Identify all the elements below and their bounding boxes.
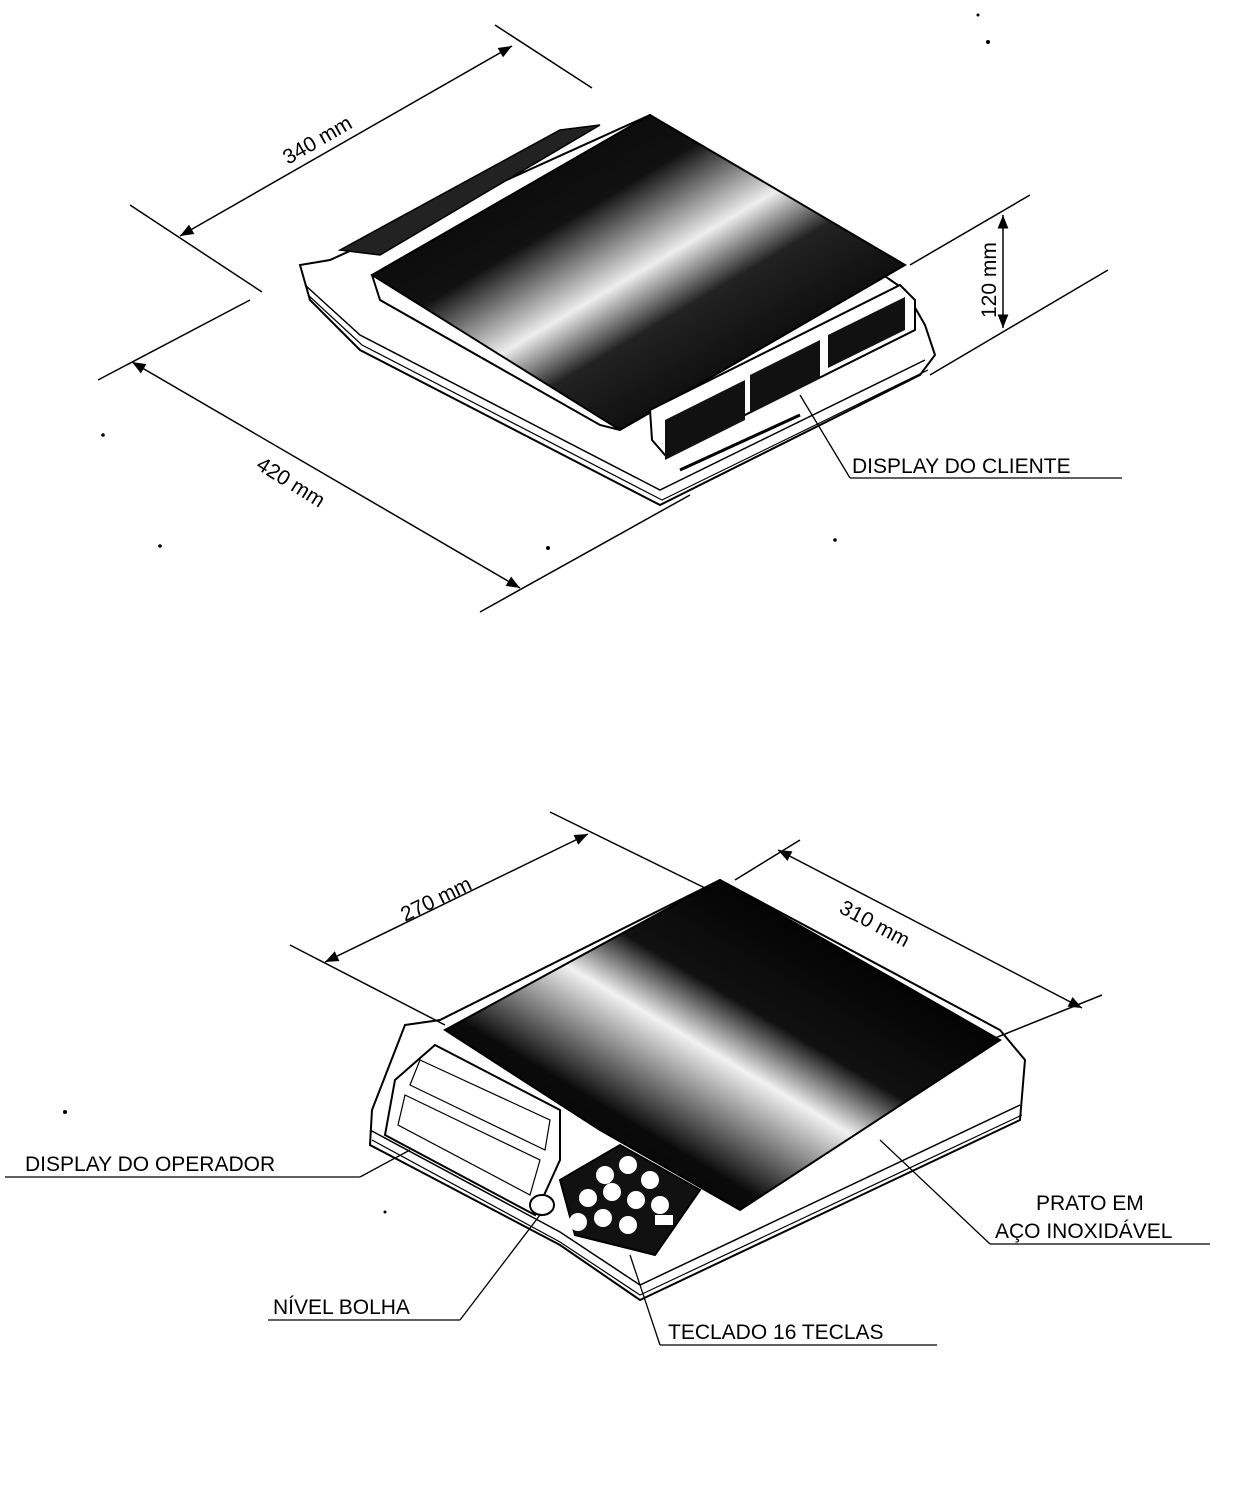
label-platter-line1: PRATO EM <box>1036 1192 1144 1215</box>
dimension-label-120: 120 mm <box>978 242 1001 318</box>
dimension-label-420: 420 mm <box>252 453 329 513</box>
callout-keypad: TECLADO 16 TECLAS <box>629 1254 937 1346</box>
scan-specks <box>63 13 990 1214</box>
label-customer-display: DISPLAY DO CLIENTE <box>852 455 1071 478</box>
label-platter-line2: AÇO INOXIDÁVEL <box>995 1220 1172 1243</box>
callout-bubble-level: NÍVEL BOLHA <box>268 1214 541 1321</box>
scale-bottom-view <box>368 878 1027 1302</box>
dimension-label-270: 270 mm <box>397 873 475 927</box>
callout-customer-display: DISPLAY DO CLIENTE <box>799 394 1122 479</box>
callout-platter: PRATO EM AÇO INOXIDÁVEL <box>879 1139 1210 1245</box>
dimension-label-310: 310 mm <box>836 896 914 952</box>
label-bubble-level: NÍVEL BOLHA <box>273 1296 410 1319</box>
scale-top-view <box>298 113 937 507</box>
bubble-level-indicator <box>529 1194 555 1216</box>
label-keypad: TECLADO 16 TECLAS <box>668 1321 884 1344</box>
scale-platter <box>370 113 907 432</box>
dimension-label-340: 340 mm <box>279 111 356 169</box>
callout-operator-display: DISPLAY DO OPERADOR <box>5 1149 411 1178</box>
dimension-120: 120 mm <box>909 194 1109 376</box>
label-operator-display: DISPLAY DO OPERADOR <box>25 1153 275 1176</box>
